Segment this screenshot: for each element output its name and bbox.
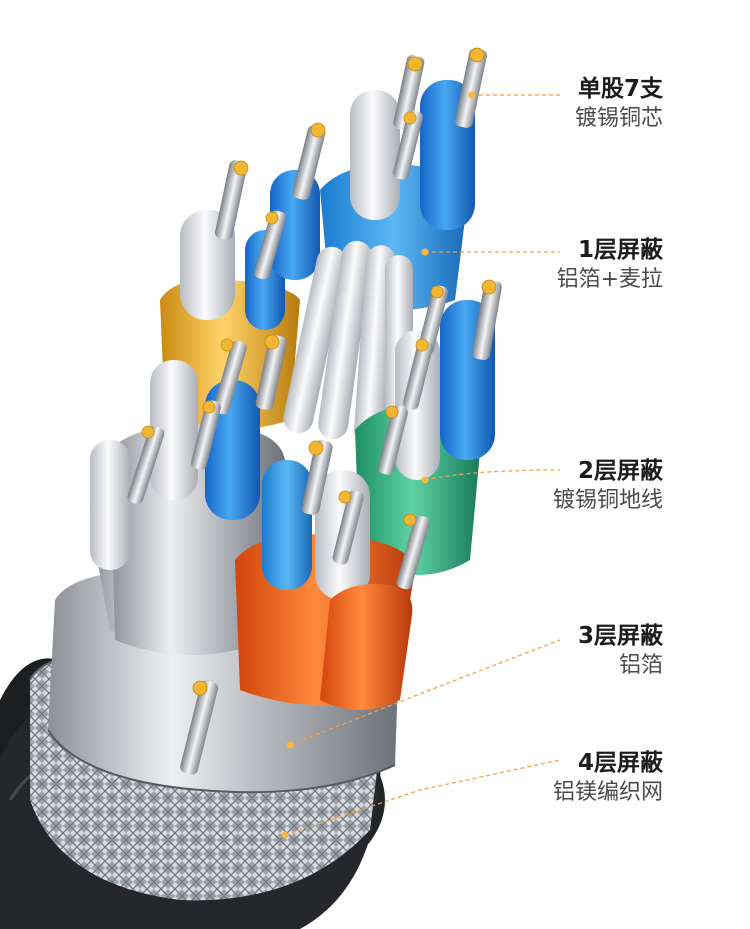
shielded-pairs	[90, 80, 495, 710]
callout-shield-2: 2层屏蔽 镀锡铜地线	[553, 456, 663, 516]
callout-title: 2层屏蔽	[577, 458, 663, 484]
callout-shield-4: 4层屏蔽 铝镁编织网	[553, 748, 663, 808]
callout-title: 3层屏蔽	[577, 623, 663, 649]
callout-shield-3: 3层屏蔽 铝箔	[578, 621, 663, 681]
callout-subtitle: 镀锡铜地线	[552, 488, 663, 513]
callout-subtitle: 镀锡铜芯	[574, 106, 663, 131]
callout-title: 4层屏蔽	[577, 750, 663, 776]
callout-strands: 单股7支 镀锡铜芯	[575, 74, 663, 134]
callout-shield-1: 1层屏蔽 铝箔+麦拉	[557, 235, 663, 295]
callout-subtitle: 铝镁编织网	[552, 780, 663, 805]
callout-dots	[281, 91, 476, 839]
callout-leaders	[284, 94, 561, 836]
tinned-copper-strands	[127, 47, 502, 775]
callout-subtitle: 铝箔+麦拉	[556, 267, 663, 292]
callout-title: 1层屏蔽	[577, 237, 663, 263]
callout-subtitle: 铝箔	[618, 653, 663, 678]
callout-title: 单股7支	[577, 76, 663, 102]
